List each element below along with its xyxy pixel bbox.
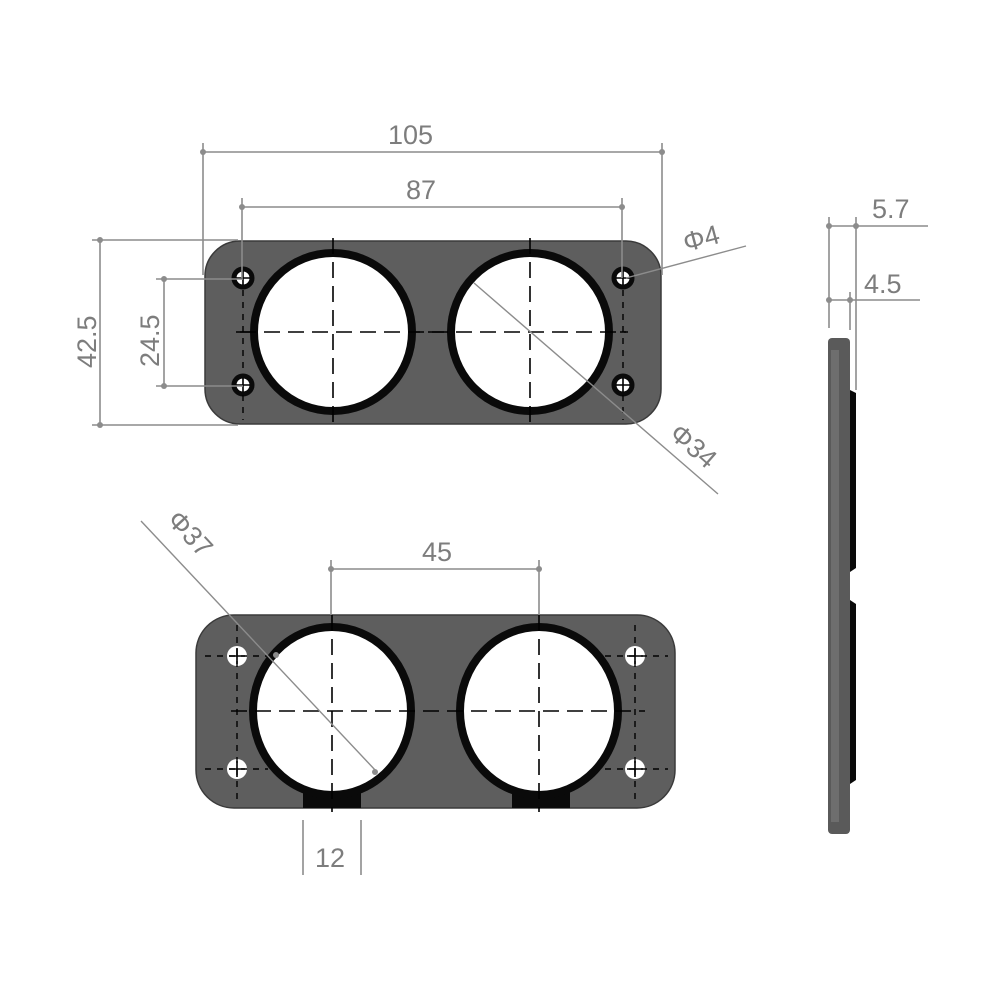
side-rim-lower <box>850 600 856 784</box>
dim-notch-width: 12 <box>302 820 362 875</box>
dim-overall-height: 42.5 <box>72 237 238 428</box>
label-105: 105 <box>388 120 433 150</box>
dim-center-spacing: 45 <box>328 537 542 615</box>
label-12: 12 <box>315 843 345 873</box>
label-24-5: 24.5 <box>135 314 165 367</box>
label-42-5: 42.5 <box>72 315 102 368</box>
label-87: 87 <box>406 175 436 205</box>
side-rim-upper <box>850 390 856 572</box>
label-5-7: 5.7 <box>872 194 910 224</box>
dim-hole-spacing-width: 87 <box>239 175 625 278</box>
dim-overall-width: 105 <box>200 120 665 275</box>
label-phi-37: Φ37 <box>162 505 219 563</box>
label-phi-34: Φ34 <box>664 418 723 474</box>
front-view: 105 87 42.5 24.5 <box>72 120 747 495</box>
label-4-5: 4.5 <box>864 269 902 299</box>
dim-plate-thickness: 4.5 <box>826 269 920 330</box>
label-phi-4: Φ4 <box>680 219 723 257</box>
label-45: 45 <box>422 537 452 567</box>
front-mount-holes <box>231 266 635 420</box>
dim-hole-spacing-height: 24.5 <box>135 276 243 389</box>
dim-total-thickness: 5.7 <box>826 194 928 390</box>
side-view: 5.7 4.5 <box>826 194 928 834</box>
back-mount-holes <box>205 625 668 800</box>
back-view: 45 Φ37 12 <box>140 505 676 875</box>
